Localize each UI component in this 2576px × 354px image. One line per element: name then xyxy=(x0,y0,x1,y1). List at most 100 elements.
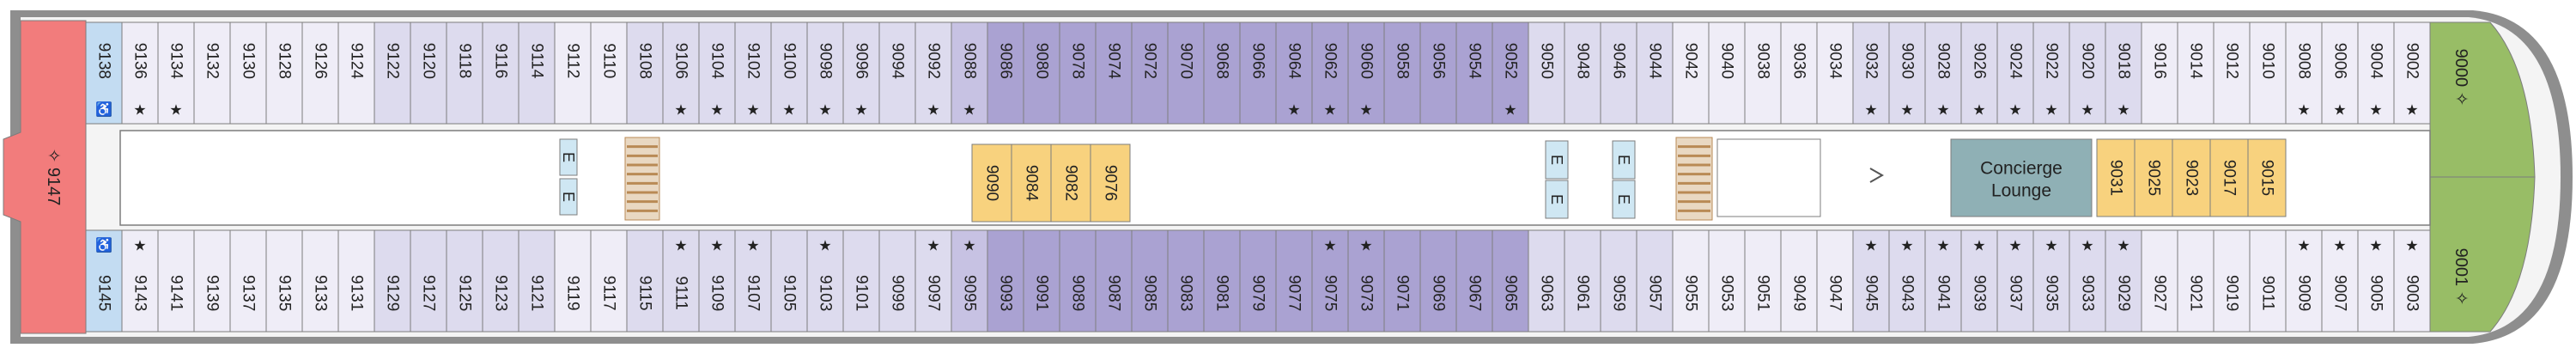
cabin-9031[interactable]: 9031 xyxy=(2096,138,2136,217)
cabin-9000[interactable]: 9000 ✧ xyxy=(2429,21,2536,178)
cabin-9130[interactable]: 9130 xyxy=(229,21,267,125)
cabin-9111[interactable]: 9111★ xyxy=(662,229,700,333)
cabin-9032[interactable]: 9032★ xyxy=(1852,21,1890,125)
cabin-9105[interactable]: 9105 xyxy=(770,229,808,333)
cabin-9119[interactable]: 9119 xyxy=(554,229,592,333)
cabin-9017[interactable]: 9017 xyxy=(2209,138,2249,217)
cabin-9062[interactable]: 9062★ xyxy=(1311,21,1349,125)
cabin-9064[interactable]: 9064★ xyxy=(1275,21,1313,125)
cabin-9048[interactable]: 9048 xyxy=(1564,21,1601,125)
cabin-9018[interactable]: 9018★ xyxy=(2105,21,2142,125)
cabin-9085[interactable]: 9085 xyxy=(1131,229,1169,333)
cabin-9087[interactable]: 9087 xyxy=(1095,229,1133,333)
cabin-9137[interactable]: 9137 xyxy=(229,229,267,333)
cabin-9120[interactable]: 9120 xyxy=(410,21,447,125)
cabin-9005[interactable]: 9005★ xyxy=(2357,229,2395,333)
cabin-9117[interactable]: 9117 xyxy=(590,229,628,333)
cabin-9077[interactable]: 9077 xyxy=(1275,229,1313,333)
cabin-9075[interactable]: 9075★ xyxy=(1311,229,1349,333)
cabin-9016[interactable]: 9016 xyxy=(2141,21,2178,125)
cabin-9008[interactable]: 9008★ xyxy=(2285,21,2323,125)
cabin-9043[interactable]: 9043★ xyxy=(1888,229,1926,333)
cabin-9046[interactable]: 9046 xyxy=(1600,21,1637,125)
cabin-9098[interactable]: 9098★ xyxy=(806,21,844,125)
cabin-9024[interactable]: 9024★ xyxy=(1996,21,2034,125)
cabin-9009[interactable]: 9009★ xyxy=(2285,229,2323,333)
cabin-9003[interactable]: 9003★ xyxy=(2393,229,2431,333)
cabin-9102[interactable]: 9102★ xyxy=(734,21,772,125)
cabin-9099[interactable]: 9099 xyxy=(878,229,916,333)
cabin-9147[interactable]: ✧ 9147 xyxy=(3,20,87,334)
cabin-9012[interactable]: 9012 xyxy=(2213,21,2251,125)
cabin-9138[interactable]: 9138♿ xyxy=(85,21,123,125)
cabin-9023[interactable]: 9023 xyxy=(2172,138,2211,217)
cabin-9042[interactable]: 9042 xyxy=(1672,21,1710,125)
cabin-9132[interactable]: 9132 xyxy=(193,21,231,125)
cabin-9124[interactable]: 9124 xyxy=(337,21,375,125)
cabin-9073[interactable]: 9073★ xyxy=(1347,229,1385,333)
cabin-9131[interactable]: 9131 xyxy=(337,229,375,333)
cabin-9004[interactable]: 9004★ xyxy=(2357,21,2395,125)
cabin-9143[interactable]: 9143★ xyxy=(121,229,159,333)
cabin-9061[interactable]: 9061 xyxy=(1564,229,1601,333)
cabin-9029[interactable]: 9029★ xyxy=(2105,229,2142,333)
cabin-9040[interactable]: 9040 xyxy=(1708,21,1746,125)
cabin-9049[interactable]: 9049 xyxy=(1780,229,1818,333)
cabin-9056[interactable]: 9056 xyxy=(1419,21,1457,125)
cabin-9076[interactable]: 9076 xyxy=(1090,143,1131,223)
cabin-9007[interactable]: 9007★ xyxy=(2321,229,2359,333)
cabin-9126[interactable]: 9126 xyxy=(301,21,339,125)
cabin-9034[interactable]: 9034 xyxy=(1816,21,1854,125)
cabin-9114[interactable]: 9114 xyxy=(518,21,556,125)
cabin-9011[interactable]: 9011 xyxy=(2249,229,2287,333)
cabin-9089[interactable]: 9089 xyxy=(1059,229,1097,333)
cabin-9035[interactable]: 9035★ xyxy=(2032,229,2070,333)
cabin-9134[interactable]: 9134★ xyxy=(157,21,195,125)
cabin-9050[interactable]: 9050 xyxy=(1528,21,1565,125)
cabin-9078[interactable]: 9078 xyxy=(1059,21,1097,125)
cabin-9109[interactable]: 9109★ xyxy=(698,229,736,333)
cabin-9072[interactable]: 9072 xyxy=(1131,21,1169,125)
cabin-9065[interactable]: 9065 xyxy=(1492,229,1529,333)
cabin-9060[interactable]: 9060★ xyxy=(1347,21,1385,125)
cabin-9094[interactable]: 9094 xyxy=(878,21,916,125)
cabin-9141[interactable]: 9141 xyxy=(157,229,195,333)
cabin-9100[interactable]: 9100★ xyxy=(770,21,808,125)
cabin-9057[interactable]: 9057 xyxy=(1636,229,1674,333)
cabin-9112[interactable]: 9112 xyxy=(554,21,592,125)
cabin-9002[interactable]: 9002★ xyxy=(2393,21,2431,125)
cabin-9129[interactable]: 9129 xyxy=(374,229,411,333)
cabin-9041[interactable]: 9041★ xyxy=(1924,229,1962,333)
cabin-9074[interactable]: 9074 xyxy=(1095,21,1133,125)
cabin-9123[interactable]: 9123 xyxy=(482,229,519,333)
cabin-9086[interactable]: 9086 xyxy=(987,21,1024,125)
cabin-9104[interactable]: 9104★ xyxy=(698,21,736,125)
cabin-9101[interactable]: 9101 xyxy=(842,229,880,333)
cabin-9071[interactable]: 9071 xyxy=(1383,229,1421,333)
cabin-9028[interactable]: 9028★ xyxy=(1924,21,1962,125)
cabin-9145[interactable]: 9145♿ xyxy=(85,229,123,333)
cabin-9020[interactable]: 9020★ xyxy=(2069,21,2106,125)
cabin-9093[interactable]: 9093 xyxy=(987,229,1024,333)
cabin-9108[interactable]: 9108 xyxy=(626,21,664,125)
cabin-9027[interactable]: 9027 xyxy=(2141,229,2178,333)
cabin-9095[interactable]: 9095★ xyxy=(951,229,988,333)
cabin-9082[interactable]: 9082 xyxy=(1050,143,1091,223)
cabin-9019[interactable]: 9019 xyxy=(2213,229,2251,333)
cabin-9136[interactable]: 9136★ xyxy=(121,21,159,125)
cabin-9055[interactable]: 9055 xyxy=(1672,229,1710,333)
cabin-9015[interactable]: 9015 xyxy=(2247,138,2287,217)
cabin-9116[interactable]: 9116 xyxy=(482,21,519,125)
cabin-9069[interactable]: 9069 xyxy=(1419,229,1457,333)
cabin-9091[interactable]: 9091 xyxy=(1023,229,1060,333)
cabin-9010[interactable]: 9010 xyxy=(2249,21,2287,125)
cabin-9067[interactable]: 9067 xyxy=(1455,229,1493,333)
cabin-9118[interactable]: 9118 xyxy=(446,21,483,125)
cabin-9092[interactable]: 9092★ xyxy=(914,21,952,125)
cabin-9014[interactable]: 9014 xyxy=(2177,21,2215,125)
cabin-9110[interactable]: 9110 xyxy=(590,21,628,125)
cabin-9081[interactable]: 9081 xyxy=(1203,229,1241,333)
cabin-9047[interactable]: 9047 xyxy=(1816,229,1854,333)
cabin-9052[interactable]: 9052★ xyxy=(1492,21,1529,125)
cabin-9096[interactable]: 9096★ xyxy=(842,21,880,125)
